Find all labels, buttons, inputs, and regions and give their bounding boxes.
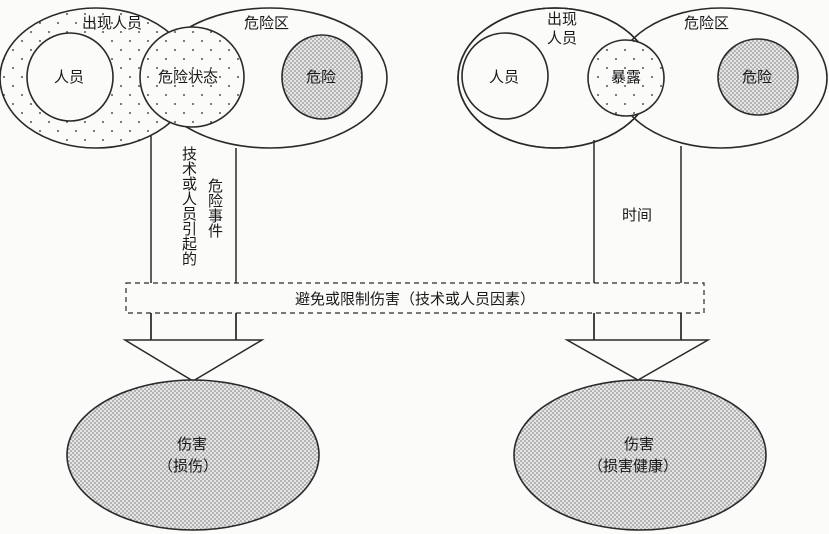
left-person-circle — [26, 32, 114, 122]
right-exposure-label: 暴露 — [611, 68, 642, 86]
right-danger-zone-label: 危险区 — [684, 14, 730, 32]
left-harm-subtitle: （损伤） — [158, 457, 219, 475]
left-arrow-head — [122, 339, 265, 382]
right-person-label: 人员 — [489, 68, 520, 86]
right-harm-subtitle: （损害健康） — [588, 457, 679, 475]
left-harm-ellipse — [66, 379, 320, 531]
left-hazard-circle — [281, 34, 363, 120]
left-present-people-label: 出现人员 — [82, 14, 143, 32]
left-danger-zone-label: 危险区 — [244, 14, 290, 32]
left-hazard-label: 危险 — [306, 68, 337, 86]
left-harm-title: 伤害 — [177, 435, 208, 453]
left-hazard-event-label: 危险事件 — [206, 178, 224, 238]
middle-box-label: 避免或限制伤害（技术或人员因素） — [294, 290, 535, 308]
right-present-people-line2: 人员 — [547, 29, 578, 47]
right-present-people-line1: 出现 — [547, 10, 578, 28]
right-person-circle — [461, 32, 549, 120]
right-exposure-circle — [587, 39, 665, 117]
left-person-label: 人员 — [54, 68, 85, 86]
right-hazard-circle — [717, 38, 799, 116]
left-tech-human-caused-label: 技术或人员引起的 — [180, 146, 198, 266]
left-hazardous-state-label: 危险状态 — [158, 68, 219, 86]
right-harm-ellipse — [513, 379, 767, 531]
right-time-label: 时间 — [622, 206, 653, 224]
right-arrow-head — [564, 339, 711, 381]
right-harm-title: 伤害 — [624, 435, 655, 453]
middle-dashed-box — [125, 282, 705, 314]
right-hazard-label: 危险 — [742, 68, 773, 86]
left-hazardous-state-circle — [139, 26, 245, 128]
